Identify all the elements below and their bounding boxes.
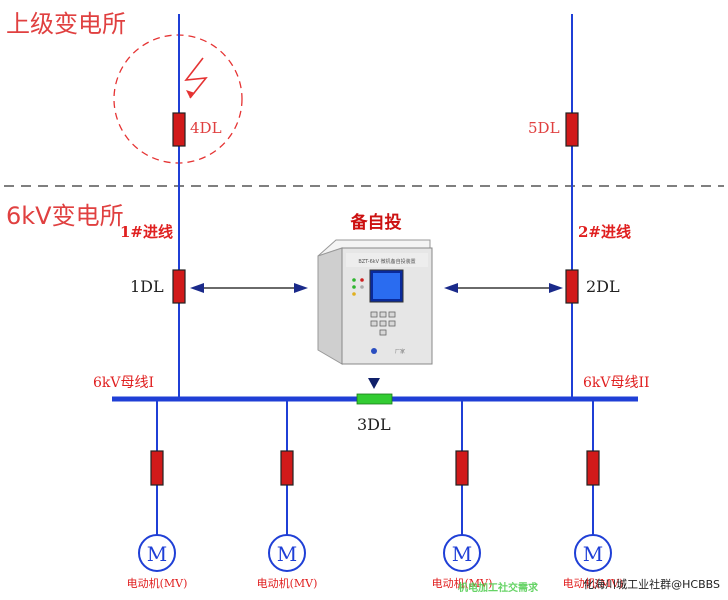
- motor-1-icon: [138, 534, 176, 572]
- motor-3-label: 电动机(MV): [432, 576, 493, 590]
- motor-1-symbol: M: [147, 542, 167, 566]
- right-arrow-head-left: [444, 283, 458, 293]
- motor-feeder-1: M 电动机(MV): [127, 399, 188, 590]
- motor-2-label: 电动机(MV): [257, 576, 318, 590]
- bus-2-label: 6kV母线II: [583, 375, 650, 391]
- left-arrow-head-right: [294, 283, 308, 293]
- motor-2-icon: [268, 534, 306, 572]
- breaker-2dl-label: 2DL: [586, 277, 620, 296]
- breaker-5dl: [565, 112, 579, 147]
- bus-tie-pointer-icon: [368, 378, 380, 389]
- watermark-right: 化海川城工业社群@HCBBS: [583, 577, 720, 591]
- breaker-1dl-label: 1DL: [130, 277, 164, 296]
- motor-3-icon: [443, 534, 481, 572]
- motor-feeder-4: M 电动机(MV): [563, 399, 624, 590]
- watermark-left: 机电加工社交需求: [458, 581, 539, 594]
- fault-lightning-icon: [184, 57, 208, 99]
- motor-3-breaker: [455, 450, 469, 486]
- bus-1-label: 6kV母线I: [93, 375, 154, 391]
- breaker-3dl-label: 3DL: [357, 415, 391, 434]
- right-arrow-head-right: [549, 283, 563, 293]
- zone-lower-title: 6kV变电所: [6, 202, 124, 230]
- motor-3-symbol: M: [452, 542, 472, 566]
- incoming-2-label: 2#进线: [578, 223, 631, 241]
- motor-feeder-2: M 电动机(MV): [257, 399, 318, 590]
- motor-1-label: 电动机(MV): [127, 576, 188, 590]
- breaker-1dl: [172, 269, 186, 304]
- incoming-1-label: 1#进线: [120, 223, 173, 241]
- device-panel-caption: BZT-6kV 微机备自投装置: [358, 258, 415, 265]
- motor-2-breaker: [280, 450, 294, 486]
- device-maker: 厂家: [395, 348, 405, 355]
- motor-4-label: 电动机(MV): [563, 576, 624, 590]
- device-title: 备自投: [350, 212, 402, 233]
- motor-4-symbol: M: [583, 542, 603, 566]
- motor-2-symbol: M: [277, 542, 297, 566]
- motor-1-breaker: [150, 450, 164, 486]
- left-arrow-head-left: [190, 283, 204, 293]
- zone-upper-title: 上级变电所: [6, 10, 126, 38]
- breaker-3dl: [356, 393, 393, 405]
- breaker-5dl-label: 5DL: [528, 119, 560, 137]
- breaker-2dl: [565, 269, 579, 304]
- auto-transfer-relay-device: BZT-6kV 微机备自投装置 厂家: [317, 239, 433, 365]
- motor-4-breaker: [586, 450, 600, 486]
- fault-arrow-icon: [186, 90, 195, 98]
- motor-4-icon: [574, 534, 612, 572]
- breaker-4dl: [172, 112, 186, 147]
- breaker-4dl-label: 4DL: [190, 119, 222, 137]
- motor-feeder-3: M 电动机(MV): [432, 399, 493, 590]
